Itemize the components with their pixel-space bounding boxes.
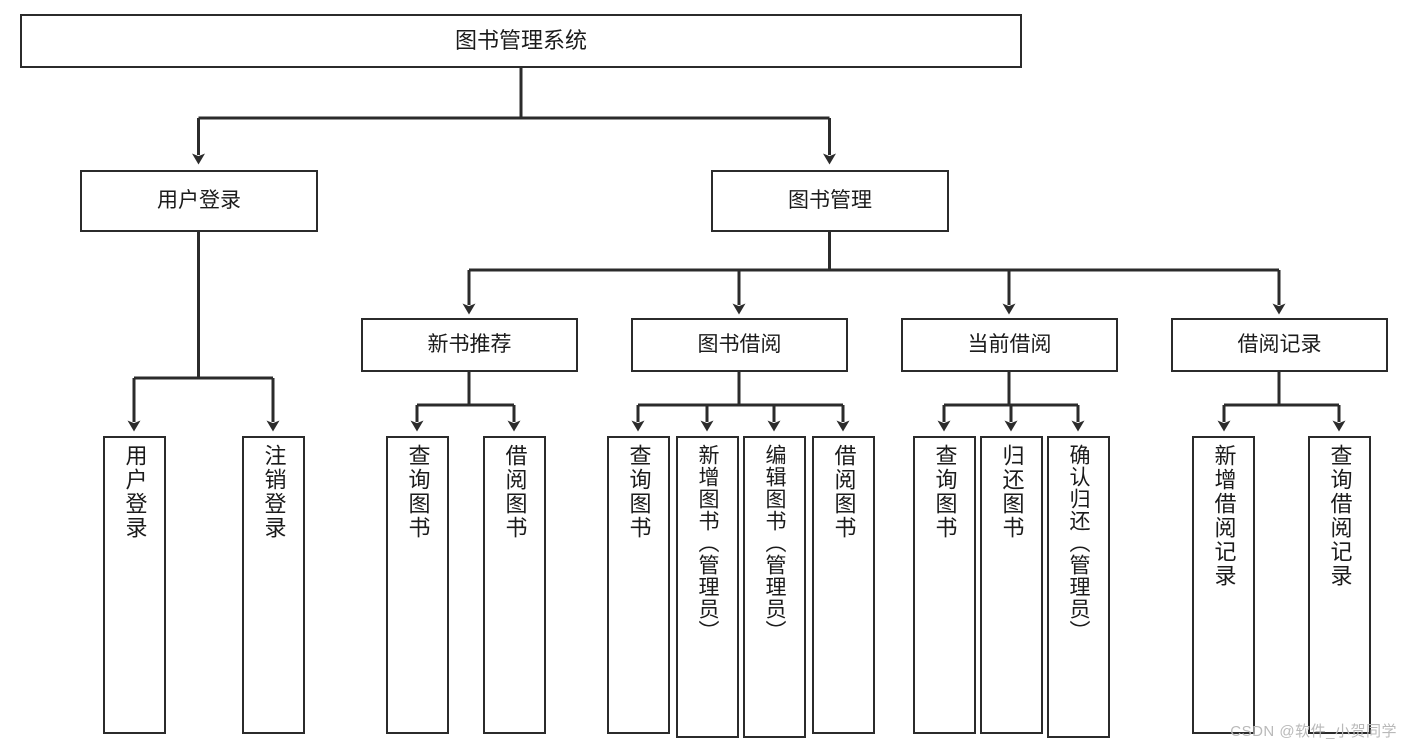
leaf-borrow-record-add[interactable]: 新增借阅记录 xyxy=(1192,436,1255,734)
leaf-label-borrow-record-add: 新增借阅记录 xyxy=(1211,444,1237,588)
leaf-label-current-borrow-query: 查询图书 xyxy=(932,444,958,540)
node-label-user-login: 用户登录 xyxy=(157,189,241,213)
node-borrow-record[interactable]: 借阅记录 xyxy=(1171,318,1388,372)
leaf-book-borrow-borrow[interactable]: 借阅图书 xyxy=(812,436,875,734)
edges-newbook-to-leaves xyxy=(410,372,521,432)
leaf-label-book-borrow-borrow: 借阅图书 xyxy=(831,444,857,540)
node-root-system[interactable]: 图书管理系统 xyxy=(20,14,1022,68)
node-label-root: 图书管理系统 xyxy=(454,27,587,53)
leaf-label-user-login-logout: 注销登录 xyxy=(261,444,287,540)
edges-currentborrow-to-leaves xyxy=(937,372,1085,432)
leaf-label-book-borrow-query: 查询图书 xyxy=(626,444,652,540)
leaf-book-borrow-edit[interactable]: 编辑图书（管理员） xyxy=(743,436,806,738)
node-book-management[interactable]: 图书管理 xyxy=(711,170,949,232)
edges-borrowrecord-to-leaves xyxy=(1217,372,1346,432)
leaf-current-borrow-query[interactable]: 查询图书 xyxy=(913,436,976,734)
leaf-label-current-borrow-confirm: 确认归还（管理员） xyxy=(1067,444,1090,642)
leaf-label-borrow-record-query: 查询借阅记录 xyxy=(1327,444,1353,588)
edges-booklmgmt-to-level2 xyxy=(462,232,1286,315)
node-current-borrow[interactable]: 当前借阅 xyxy=(901,318,1118,372)
node-user-login[interactable]: 用户登录 xyxy=(80,170,318,232)
leaf-label-user-login-login: 用户登录 xyxy=(122,444,148,540)
edges-bookborrow-to-leaves xyxy=(631,372,850,432)
leaf-borrow-record-query[interactable]: 查询借阅记录 xyxy=(1308,436,1371,734)
node-book-borrow[interactable]: 图书借阅 xyxy=(631,318,848,372)
leaf-label-book-borrow-add: 新增图书（管理员） xyxy=(696,444,719,642)
node-new-book-recommend[interactable]: 新书推荐 xyxy=(361,318,578,372)
leaf-label-current-borrow-return: 归还图书 xyxy=(999,444,1025,540)
leaf-current-borrow-confirm[interactable]: 确认归还（管理员） xyxy=(1047,436,1110,738)
leaf-new-book-query[interactable]: 查询图书 xyxy=(386,436,449,734)
node-label-new-book-recommend: 新书推荐 xyxy=(427,333,512,357)
leaf-current-borrow-return[interactable]: 归还图书 xyxy=(980,436,1043,734)
leaf-new-book-borrow[interactable]: 借阅图书 xyxy=(483,436,546,734)
leaf-user-login-logout[interactable]: 注销登录 xyxy=(242,436,305,734)
edges-root-to-level1 xyxy=(192,68,836,165)
leaf-book-borrow-add[interactable]: 新增图书（管理员） xyxy=(676,436,739,738)
leaf-label-book-borrow-edit: 编辑图书（管理员） xyxy=(763,444,786,642)
node-label-book-borrow: 图书借阅 xyxy=(697,333,782,357)
node-label-current-borrow: 当前借阅 xyxy=(967,333,1052,357)
node-label-borrow-record: 借阅记录 xyxy=(1237,333,1322,357)
leaf-label-new-book-query: 查询图书 xyxy=(405,444,431,540)
node-label-book-management: 图书管理 xyxy=(788,189,872,213)
edges-userlogin-to-leaves xyxy=(127,232,280,432)
leaf-label-new-book-borrow: 借阅图书 xyxy=(502,444,528,540)
leaf-user-login-login[interactable]: 用户登录 xyxy=(103,436,166,734)
leaf-book-borrow-query[interactable]: 查询图书 xyxy=(607,436,670,734)
